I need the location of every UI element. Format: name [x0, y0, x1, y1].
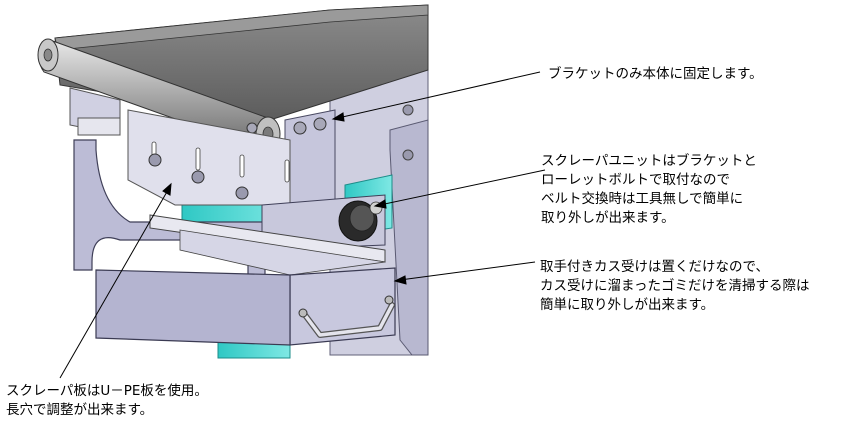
- leader-lines: [59, 71, 546, 379]
- scraper-plate: [127, 109, 291, 206]
- callout-bracket-fixed: ブラケットのみ本体に固定します。: [548, 66, 763, 82]
- callout-scraper-unit: スクレーパユニットはブラケットと ローレットボルトで取付なので ベルト交換時は工…: [541, 153, 757, 226]
- knurled-bolt: [338, 200, 383, 242]
- callout-scraper-plate: スクレーパ板はU－PE板を使用。 長穴で調整が出来ます。: [6, 383, 208, 418]
- callout-dust-tray: 取手付きカス受けは置くだけなので、 カス受けに溜まったゴミだけを清掃する際は 簡…: [540, 259, 810, 313]
- dust-tray: [95, 214, 396, 346]
- mounting-bracket: [246, 109, 336, 216]
